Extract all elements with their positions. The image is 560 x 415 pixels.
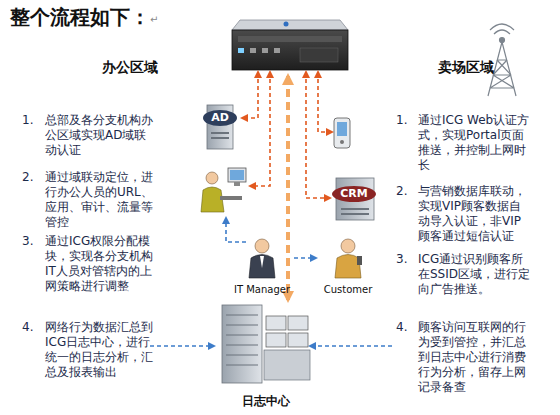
office-user [201,168,246,212]
item-number: 1. [396,113,416,128]
mobile-phone [334,118,350,148]
item-text: 总部及各分支机构办公区域实现AD域联动认证 [45,113,153,158]
item-number: 1. [22,113,42,128]
item-text: 通过域联动定位，进行办公人员的URL、应用、审计、流量等管控 [45,170,153,230]
log-trunk [286,76,290,300]
crm-server-node: CRM [330,176,378,222]
person-node: Customer [316,236,380,296]
item-number: 4. [396,320,416,335]
log-center-node: 日志中心 [216,300,316,408]
node-text: IT Manager [230,284,294,296]
item-text: 通过ICG权限分配模块，实现各分支机构IT人员对管辖内的上网策略进行调整 [45,234,153,294]
item-number: 3. [22,234,42,249]
item-text: 顾客访问互联网的行为受到管控，并汇总到日志中心进行消费行为分析，留存上网记录备查 [418,320,532,395]
item-text: 网络行为数据汇总到ICG日志中心，进行统一的日志分析，汇总及报表输出 [45,320,153,380]
item-number: 4. [22,320,42,335]
item-text: 通过ICG Web认证方式，实现Portal页面推送，并控制上网时长 [418,113,532,173]
ad-server-node: AD [200,104,240,150]
title: 整个流程如下： [10,4,150,31]
node-text: Customer [316,284,380,296]
person-node: IT Manager [230,236,294,296]
item-text: ICG通过识别顾客所在SSID区域，进行定向广告推送。 [418,252,532,297]
customer-figure [335,239,362,278]
item-number: 2. [22,170,42,185]
node-text: AD [200,111,240,125]
node-text: CRM [330,187,378,201]
management-links [150,218,392,346]
item-number: 2. [396,184,416,199]
paragraph-mark: ↵ [150,12,170,27]
area-heading: 办公区域 [102,58,182,76]
area-heading: 卖场区域 [438,58,518,76]
connector [294,257,316,259]
it-manager-figure [249,239,275,278]
node-text: 日志中心 [216,394,316,408]
item-number: 3. [396,252,416,267]
log-center-servers [222,305,310,383]
gateway-device [232,20,348,70]
item-text: 与营销数据库联动，实现VIP顾客数据自动导入认证，非VIP顾客通过短信认证 [418,184,532,244]
